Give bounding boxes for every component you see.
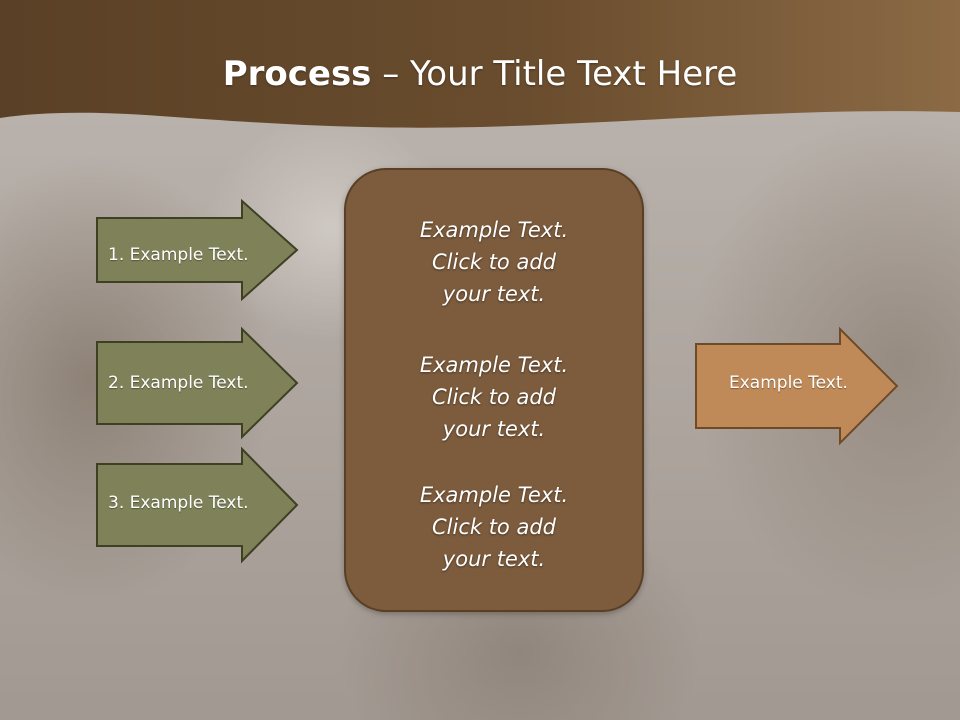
center-text-line: Example Text.: [419, 218, 569, 242]
center-text-line: Click to add: [431, 385, 556, 409]
input-arrow-3[interactable]: 3. Example Text.: [96, 446, 300, 564]
output-arrow-label: Example Text.: [729, 373, 848, 393]
input-arrow-label: 1. Example Text.: [108, 245, 249, 265]
center-text-line: Example Text.: [419, 353, 569, 377]
right-arrow-shape-icon: [96, 198, 299, 302]
center-text-line: Example Text.: [419, 483, 569, 507]
right-arrow-shape-icon: [96, 326, 299, 440]
center-text-block-3[interactable]: Example Text. Click to add your text.: [346, 479, 642, 575]
header-band: [0, 0, 960, 128]
center-text-line: your text.: [442, 417, 546, 441]
input-arrow-label: 3. Example Text.: [108, 493, 249, 513]
right-arrow-shape-icon: [695, 326, 899, 446]
center-process-box[interactable]: Example Text. Click to add your text. Ex…: [344, 168, 644, 612]
center-text-line: your text.: [442, 282, 546, 306]
output-arrow[interactable]: Example Text.: [695, 326, 901, 446]
center-text-block-1[interactable]: Example Text. Click to add your text.: [346, 214, 642, 310]
input-arrow-label: 2. Example Text.: [108, 373, 249, 393]
slide-title[interactable]: Process – Your Title Text Here: [0, 52, 960, 96]
center-text-line: Click to add: [431, 250, 556, 274]
title-rest: – Your Title Text Here: [371, 54, 738, 94]
center-text-block-2[interactable]: Example Text. Click to add your text.: [346, 349, 642, 445]
input-arrow-2[interactable]: 2. Example Text.: [96, 326, 300, 440]
center-text-line: your text.: [442, 547, 546, 571]
title-bold: Process: [222, 54, 372, 94]
input-arrow-1[interactable]: 1. Example Text.: [96, 198, 300, 302]
center-text-line: Click to add: [431, 515, 556, 539]
right-arrow-shape-icon: [96, 446, 299, 564]
